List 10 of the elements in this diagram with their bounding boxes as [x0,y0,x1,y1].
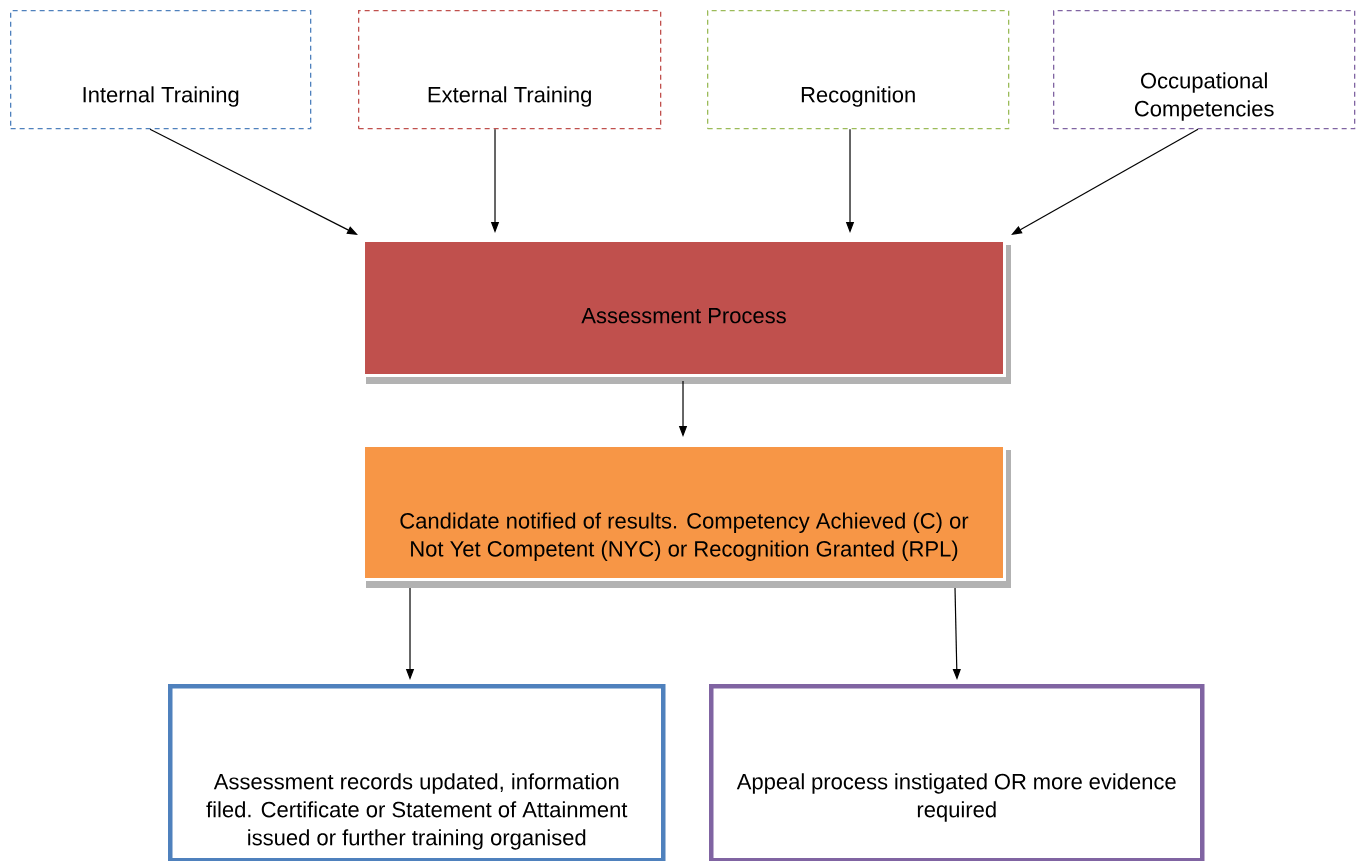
outcome-box: Assessment records updated, information filed. Certificate or Statement of Attainment issued or further training organised [168,684,666,861]
process-box: Candidate notified of results. Competency Achieved (C) or Not Yet Competent (NYC) or Recognition Granted (RPL) [362,444,1011,588]
outcome-box: Appeal process instigated OR more evidence required [709,684,1205,861]
source-box: Internal Training [10,10,312,130]
arrow [149,128,358,235]
source-box: External Training [358,10,662,130]
process-box: Assessment Process [362,239,1011,384]
source-box: Recognition [707,10,1010,130]
arrow [1011,128,1199,235]
source-box: Occupational Competencies [1053,10,1356,130]
